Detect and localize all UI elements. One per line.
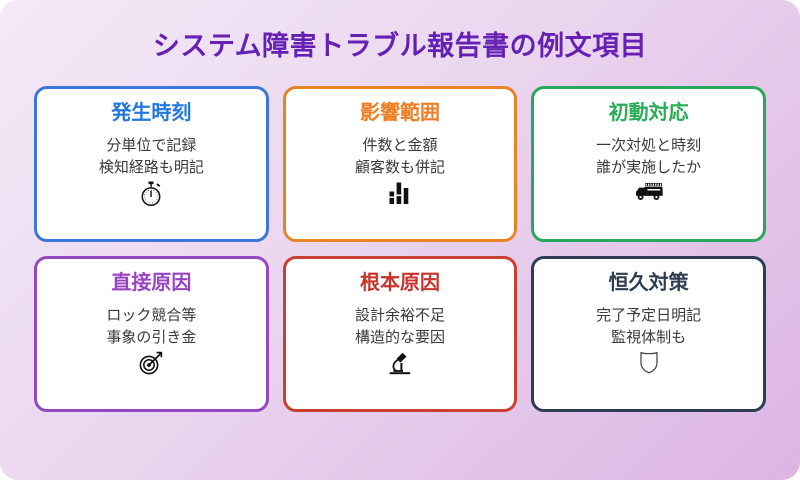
bar-chart-icon — [388, 181, 411, 205]
card-body-line-1: 件数と金額 — [362, 137, 438, 155]
card-body-line-1: 設計余裕不足 — [354, 307, 445, 325]
card-body-line-2: 誰が実施したか — [596, 159, 702, 177]
card-body: ロック競合等 事象の引き金 — [106, 305, 196, 349]
card-title: 根本原因 — [359, 272, 440, 295]
stopwatch-icon — [139, 181, 163, 207]
card-title: 影響範囲 — [359, 102, 440, 125]
card-body-line-1: ロック競合等 — [106, 307, 197, 325]
card-body: 分単位で記録 検知経路も明記 — [99, 135, 204, 179]
card-body: 一次対処と時刻 誰が実施したか — [596, 135, 701, 179]
microscope-icon — [388, 351, 412, 375]
card-occurrence-time: 発生時刻 分単位で記録 検知経路も明記 — [34, 86, 269, 243]
card-body-line-2: 顧客数も併記 — [354, 159, 445, 177]
card-body-line-2: 構造的な要因 — [354, 329, 445, 347]
card-direct-cause: 直接原因 ロック競合等 事象の引き金 — [34, 256, 269, 413]
card-body-line-2: 検知経路も明記 — [98, 159, 204, 177]
card-body: 設計余裕不足 構造的な要因 — [355, 305, 445, 349]
card-title: 発生時刻 — [111, 102, 192, 125]
card-initial-response: 初動対応 一次対処と時刻 誰が実施したか — [531, 86, 766, 243]
dart-target-icon — [138, 351, 164, 375]
fire-engine-icon — [634, 181, 664, 201]
shield-icon — [639, 351, 659, 374]
card-title: 恒久対策 — [608, 272, 689, 295]
card-title: 初動対応 — [608, 102, 689, 125]
card-grid: 発生時刻 分単位で記録 検知経路も明記 影響範囲 件数と金額 — [34, 86, 766, 413]
card-body: 完了予定日明記 監視体制も — [596, 305, 701, 349]
card-body-line-2: 事象の引き金 — [106, 329, 197, 347]
card-body-line-2: 監視体制も — [611, 329, 687, 347]
card-body: 件数と金額 顧客数も併記 — [355, 135, 445, 179]
card-body-line-1: 完了予定日明記 — [596, 307, 702, 325]
card-body-line-1: 分単位で記録 — [106, 137, 197, 155]
card-title: 直接原因 — [111, 272, 192, 295]
card-body-line-1: 一次対処と時刻 — [596, 137, 702, 155]
card-root-cause: 根本原因 設計余裕不足 構造的な要因 — [282, 256, 518, 413]
page-title: システム障害トラブル報告書の例文項目 — [152, 31, 648, 61]
card-permanent-measures: 恒久対策 完了予定日明記 監視体制も — [531, 256, 766, 413]
card-impact-scope: 影響範囲 件数と金額 顧客数も併記 — [282, 86, 518, 243]
